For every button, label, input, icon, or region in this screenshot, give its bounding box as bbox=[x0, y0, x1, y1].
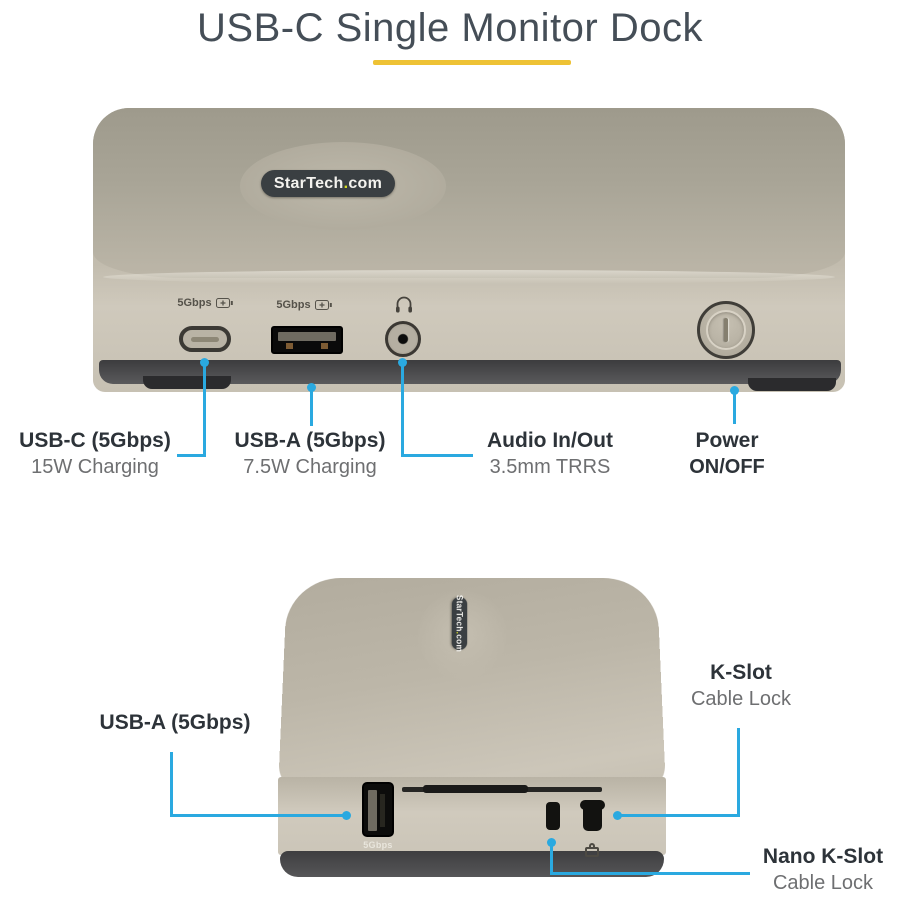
audio-jack-port bbox=[385, 321, 421, 357]
usb-a-port bbox=[271, 326, 343, 354]
callout-label-usb-c: USB-C (5Gbps) 15W Charging bbox=[13, 428, 177, 480]
headphones-icon bbox=[394, 294, 414, 321]
logo-text: StarTech bbox=[273, 174, 344, 192]
callout-label: USB-A (5Gbps) bbox=[234, 429, 386, 452]
callout-label: Nano K-Slot bbox=[762, 845, 884, 868]
callout-dot bbox=[730, 386, 739, 395]
callout-label-k-slot: K-Slot Cable Lock bbox=[671, 660, 811, 712]
callout-label-rear-usb-a: USB-A (5Gbps) bbox=[88, 710, 262, 736]
power-button bbox=[697, 301, 755, 359]
power-button-ring bbox=[706, 310, 746, 350]
callout-line bbox=[403, 454, 473, 457]
callout-dot bbox=[547, 838, 556, 847]
callout-label-power: Power ON/OFF bbox=[645, 428, 809, 480]
nano-k-slot bbox=[546, 802, 560, 830]
callout-line bbox=[310, 388, 313, 426]
callout-dot bbox=[613, 811, 622, 820]
usb-a-port-marking: 5Gbps bbox=[254, 299, 354, 311]
callout-label-audio: Audio In/Out 3.5mm TRRS bbox=[468, 428, 632, 480]
callout-sublabel: 15W Charging bbox=[31, 456, 159, 479]
usb-c-port-marking: 5Gbps bbox=[155, 297, 255, 309]
padlock-icon bbox=[585, 843, 599, 857]
dock-front-view: StarTech.com 5Gbps 5Gbps bbox=[93, 108, 845, 392]
usb-a-rear-marking: 5Gbps bbox=[363, 840, 393, 850]
callout-sublabel: 3.5mm TRRS bbox=[489, 456, 611, 479]
logo-text: com bbox=[454, 634, 465, 653]
usb-a-tongue bbox=[278, 332, 336, 341]
k-slot bbox=[580, 800, 605, 831]
callout-line bbox=[737, 728, 740, 817]
callout-sublabel: Cable Lock bbox=[690, 688, 792, 711]
callout-line bbox=[401, 363, 404, 457]
usb-c-port bbox=[179, 326, 231, 352]
callout-label: USB-C (5Gbps) bbox=[19, 429, 171, 452]
battery-charging-icon bbox=[314, 300, 332, 310]
callout-label-usb-a: USB-A (5Gbps) 7.5W Charging bbox=[228, 428, 392, 480]
power-button-slit bbox=[724, 318, 728, 342]
startech-logo: StarTech.com bbox=[261, 170, 395, 197]
callout-dot bbox=[342, 811, 351, 820]
callout-label: Power bbox=[695, 429, 759, 452]
speed-label: 5Gbps bbox=[276, 299, 311, 311]
dock-foot bbox=[748, 378, 836, 391]
callout-dot bbox=[398, 358, 407, 367]
logo-text: StarTech bbox=[454, 594, 465, 632]
callout-line bbox=[177, 454, 206, 457]
dock-rear-view: StarTech.com 5Gbps bbox=[278, 565, 666, 883]
logo-text: com bbox=[348, 174, 383, 192]
vent-slot-inner bbox=[423, 785, 528, 793]
callout-dot bbox=[307, 383, 316, 392]
callout-dot bbox=[200, 358, 209, 367]
dock-foot bbox=[143, 376, 231, 389]
dock-rear-top-face: StarTech.com bbox=[278, 578, 666, 791]
callout-line bbox=[618, 814, 740, 817]
callout-line bbox=[733, 391, 736, 424]
speed-label: 5Gbps bbox=[177, 297, 212, 309]
startech-logo-rotated: StarTech.com bbox=[451, 594, 468, 653]
callout-label: USB-A (5Gbps) bbox=[99, 711, 251, 734]
callout-sublabel: ON/OFF bbox=[689, 456, 765, 479]
battery-charging-icon bbox=[215, 298, 233, 308]
page-title: USB-C Single Monitor Dock bbox=[197, 6, 703, 50]
dock-front-edge-highlight bbox=[103, 270, 835, 284]
callout-sublabel: 7.5W Charging bbox=[243, 456, 377, 479]
title-underline bbox=[373, 60, 571, 65]
usb-a-port-rear bbox=[362, 782, 394, 837]
callout-label: Audio In/Out bbox=[487, 429, 613, 452]
usb-a-tongue bbox=[368, 790, 377, 831]
callout-sublabel: Cable Lock bbox=[772, 872, 874, 895]
callout-label-nano-k-slot: Nano K-Slot Cable Lock bbox=[753, 844, 893, 896]
callout-line bbox=[550, 843, 553, 875]
callout-line bbox=[170, 814, 346, 817]
callout-line bbox=[550, 872, 750, 875]
callout-label: K-Slot bbox=[710, 661, 772, 684]
dock-front-top-face bbox=[93, 108, 845, 278]
logo-dot: . bbox=[343, 174, 349, 192]
callout-line bbox=[170, 752, 173, 817]
callout-line bbox=[203, 363, 206, 457]
